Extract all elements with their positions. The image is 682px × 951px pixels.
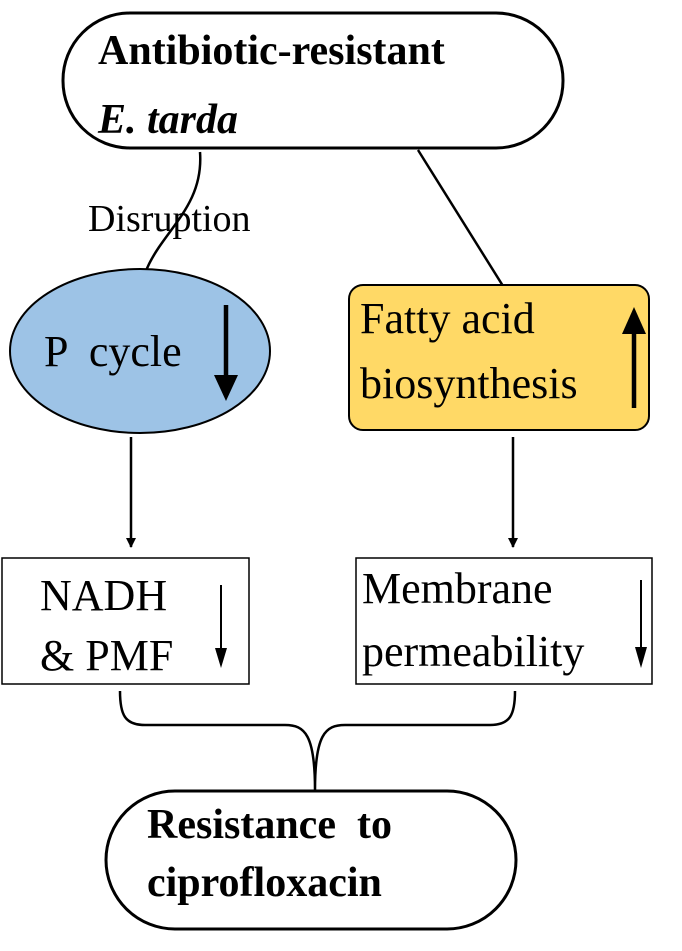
result-node-shape	[104, 789, 518, 931]
nadh-down-arrow-icon	[215, 585, 227, 668]
nadh-label-line1: NADH	[40, 571, 168, 620]
fatty-acid-label-line2: biosynthesis	[360, 359, 578, 408]
membrane-label-line1: Membrane	[362, 564, 553, 613]
p-cycle-label: P cycle	[44, 327, 182, 376]
top-to-fatty-acid-arrow	[416, 149, 510, 295]
fatty-acid-label-line1: Fatty acid	[360, 294, 535, 343]
nadh-label-line2: & PMF	[40, 631, 174, 680]
fatty-acid-node-shape	[348, 284, 650, 431]
fatty-acid-up-arrow-icon	[622, 307, 646, 408]
membrane-node-shape	[355, 557, 653, 685]
membrane-label-line2: permeability	[362, 627, 585, 676]
result-label-line1: Resistance to	[147, 802, 392, 848]
top-node-organism: E. tarda	[98, 97, 239, 143]
merge-bracket	[118, 690, 517, 791]
result-label-line2: ciprofloxacin	[147, 860, 382, 906]
p-cycle-down-arrow-icon	[214, 305, 238, 401]
top-node-shape	[61, 11, 565, 150]
disruption-label: Disruption	[88, 198, 251, 240]
top-node-title: Antibiotic-resistant	[98, 28, 445, 74]
p-cycle-node-shape	[9, 268, 271, 434]
membrane-down-arrow-icon	[635, 580, 647, 668]
nadh-node-shape	[1, 557, 250, 685]
